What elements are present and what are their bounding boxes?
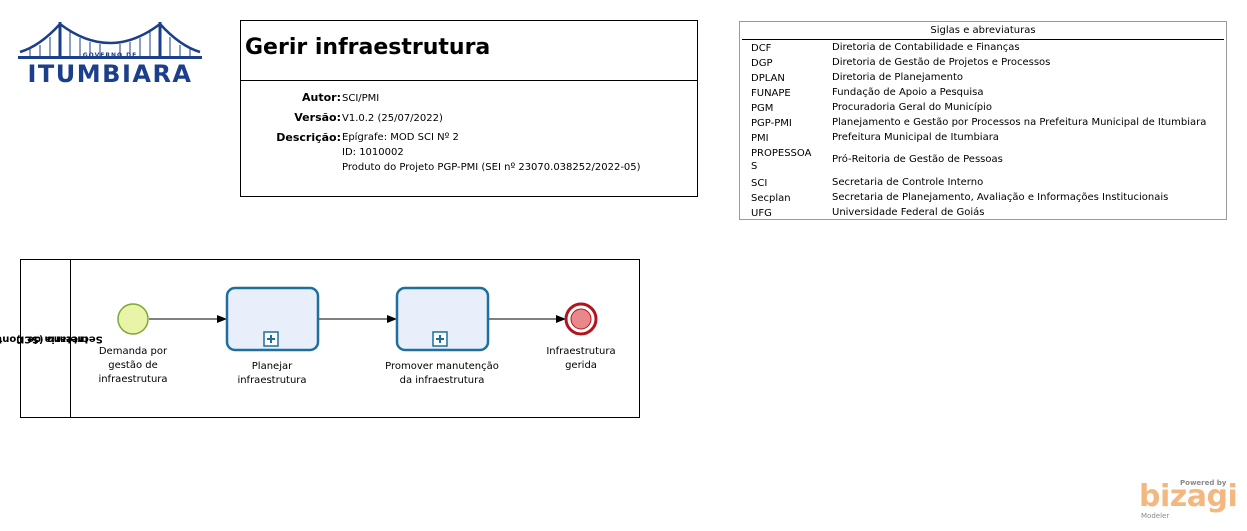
acronym-code: PMI <box>751 133 769 144</box>
end-event[interactable] <box>564 302 598 336</box>
acronym-code: FUNAPE <box>751 88 791 99</box>
label-line: Planejar <box>251 361 293 372</box>
acronym-desc: Prefeitura Municipal de Itumbiara <box>832 132 999 143</box>
process-pool: Secretaria de Controle Interno (SCI) <box>0 259 640 418</box>
acronyms-title: Siglas e abreviaturas <box>930 25 1036 36</box>
acronym-desc: Procuradoria Geral do Município <box>832 102 992 113</box>
powered-by-text: Powered by <box>1180 479 1227 487</box>
acronym-code: PGP-PMI <box>751 118 792 129</box>
bizagi-logo: bizagi <box>1139 479 1238 514</box>
end-event-label: Infraestrutura gerida <box>531 345 631 373</box>
acronym-desc: Diretoria de Gestão de Projetos e Proces… <box>832 57 1051 68</box>
logo-subtitle: GOVERNO DE <box>82 52 138 59</box>
acronym-code: DGP <box>751 58 773 69</box>
plus-icon <box>267 335 275 343</box>
acronym-code: UFG <box>751 208 772 219</box>
acronym-code: PROPESSOAS <box>751 148 812 172</box>
label-line: da infraestrutura <box>399 375 485 386</box>
description-line: Produto do Projeto PGP-PMI (SEI nº 23070… <box>342 162 641 173</box>
label-line: Promover manutenção <box>385 361 499 372</box>
author-label: Autor: <box>302 91 341 104</box>
task-promover-label: Promover manutenção da infraestrutura <box>377 360 507 388</box>
acronym-desc: Fundação de Apoio a Pesquisa <box>832 87 984 98</box>
author-value: SCI/PMI <box>342 93 380 104</box>
task-planejar-label: Planejar infraestrutura <box>222 360 322 388</box>
description-label: Descrição: <box>276 131 341 144</box>
acronym-code: Secplan <box>751 193 791 204</box>
label-line: infraestrutura <box>237 375 307 386</box>
task-promover-manutencao[interactable] <box>395 286 490 352</box>
version-label: Versão: <box>294 111 341 124</box>
itumbiara-logo <box>18 22 202 59</box>
acronym-code: DCF <box>751 43 772 54</box>
process-title: Gerir infraestrutura <box>245 35 491 60</box>
acronym-desc: Pró-Reitoria de Gestão de Pessoas <box>832 154 1003 165</box>
acronym-code: PGM <box>751 103 774 114</box>
logo-title: ITUMBIARA <box>27 60 193 88</box>
label-line: gerida <box>565 360 597 371</box>
lane-divider <box>70 260 71 417</box>
start-event-label: Demanda por gestão de infraestrutura <box>83 345 183 387</box>
acronym-code: SCI <box>751 178 768 189</box>
task-planejar[interactable] <box>225 286 320 352</box>
version-value: V1.0.2 (25/07/2022) <box>342 113 443 124</box>
acronym-code: DPLAN <box>751 73 785 84</box>
acronym-desc: Diretoria de Planejamento <box>832 72 964 83</box>
acronym-desc: Universidade Federal de Goiás <box>832 207 985 218</box>
start-event[interactable] <box>117 303 149 335</box>
acronym-desc: Secretaria de Controle Interno <box>832 177 984 188</box>
label-line: Demanda por <box>98 346 168 357</box>
modeler-text: Modeler <box>1141 512 1170 520</box>
plus-icon <box>436 335 444 343</box>
label-line: gestão de <box>108 360 158 371</box>
description-line: Epígrafe: MOD SCI Nº 2 <box>342 132 459 143</box>
description-value: Epígrafe: MOD SCI Nº 2 ID: 1010002 Produ… <box>342 130 641 175</box>
acronyms-header-rule <box>742 39 1224 40</box>
acronym-desc: Diretoria de Contabilidade e Finanças <box>832 42 1020 53</box>
label-line: Infraestrutura <box>546 346 616 357</box>
acronym-desc: Planejamento e Gestão por Processos na P… <box>832 117 1207 128</box>
description-line: ID: 1010002 <box>342 147 404 158</box>
header-divider <box>241 80 697 81</box>
label-line: infraestrutura <box>98 374 168 385</box>
acronyms-table: Siglas e abreviaturas DCF Diretoria de C… <box>739 21 1227 220</box>
process-header: Gerir infraestrutura Autor: SCI/PMI Vers… <box>240 20 698 197</box>
acronym-desc: Secretaria de Planejamento, Avaliação e … <box>832 192 1169 203</box>
